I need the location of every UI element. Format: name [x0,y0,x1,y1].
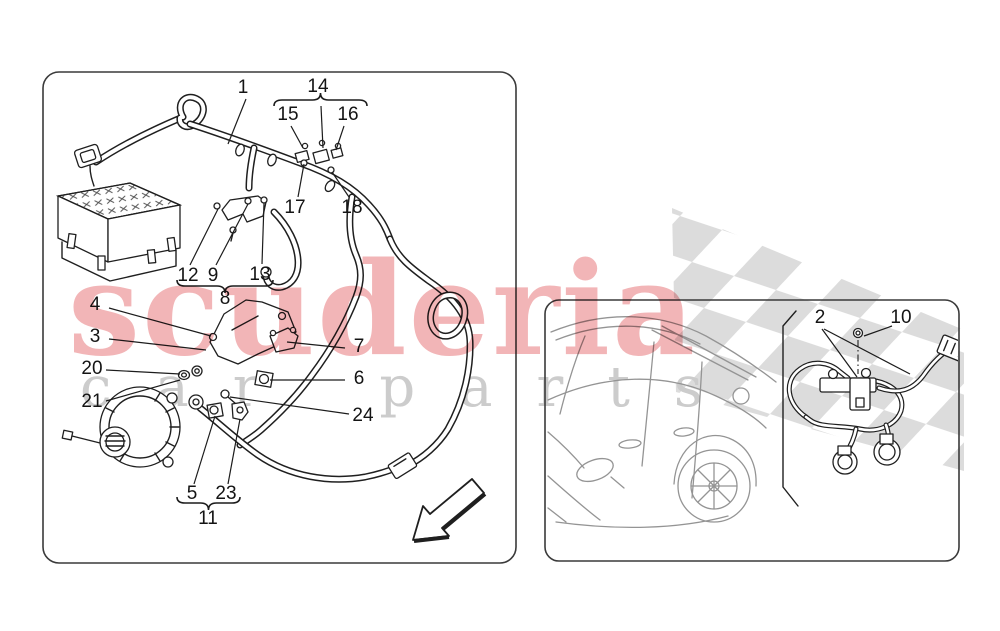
callout-label-24: 24 [352,405,374,426]
callout-label-17: 17 [284,197,306,218]
fusebox-illustration [55,182,183,282]
callout-label-8: 8 [219,288,231,309]
leader-line [290,125,304,149]
callout-label-2: 2 [814,307,826,328]
leader-line [331,171,350,198]
leader-line [863,325,893,337]
callout-label-23: 23 [215,483,237,504]
callout-label-21: 21 [81,391,103,412]
leader-line [215,203,249,266]
direction-arrow [412,478,487,543]
sub-harness-illustration [789,327,958,475]
harness-illustration [73,97,470,480]
callout-label-4: 4 [89,294,101,315]
callout-label-11: 11 [198,508,218,529]
callout-label-20: 20 [81,358,103,379]
leader-line [189,208,219,266]
leader-line [335,125,345,151]
callout-label-5: 5 [186,483,198,504]
car-illustration [547,316,777,529]
leader-line [297,163,305,198]
alternator-illustration [61,386,204,468]
callout-label-13: 13 [249,264,271,285]
left-panel-frame [42,71,517,564]
leader-line [105,369,181,375]
panel-divider-line [782,310,799,507]
leader-line [108,307,212,337]
callout-label-12: 12 [177,265,199,286]
harness-connector [73,143,103,169]
leader-line [105,379,181,402]
harness-end-connector [387,452,418,480]
leader-line [229,396,350,415]
leader-line [286,341,346,349]
leader-line [821,328,858,378]
leader-line [320,105,324,149]
callout-label-18: 18 [341,197,363,218]
callout-label-7: 7 [353,336,365,357]
leader-line [108,338,207,351]
group-brace-8 [176,279,274,294]
leader-line [823,328,911,375]
group-brace-14 [273,92,368,107]
callout-label-1: 1 [237,77,249,98]
group-brace-11 [176,496,241,511]
leader-line [227,418,241,485]
leader-line [261,202,265,265]
callout-label-10: 10 [890,307,912,328]
leader-line [193,415,216,485]
callout-label-16: 16 [337,104,359,125]
leader-line [227,98,247,145]
callout-label-14: 14 [307,76,329,97]
right-panel-frame [544,299,960,562]
bracket-and-fasteners-illustration [177,139,344,421]
callout-label-15: 15 [277,104,299,125]
callout-label-6: 6 [353,368,365,389]
callout-label-9: 9 [207,265,219,286]
callout-label-3: 3 [89,326,101,347]
